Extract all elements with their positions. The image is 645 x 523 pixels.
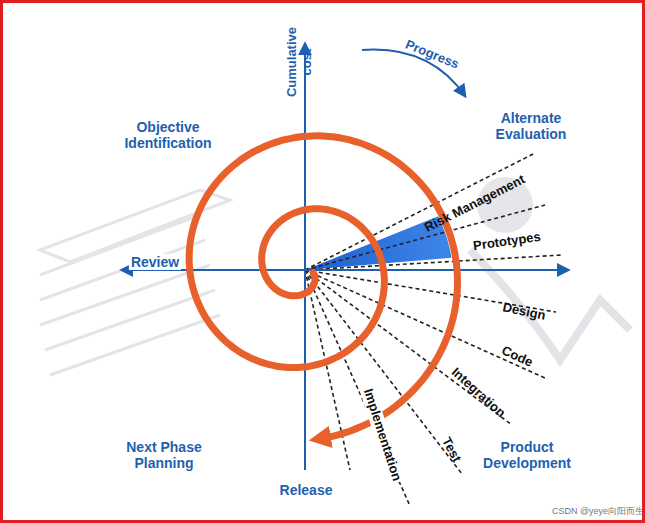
dotted-ray [305,270,410,506]
quadrant-title: Next Phase Planning [99,439,229,471]
quadrant-title: Alternate Evaluation [471,110,591,142]
dotted-ray [305,255,562,270]
axis-label: Review [129,254,181,270]
dotted-ray [305,270,512,425]
activity-label: Design [501,300,547,324]
activity-label: Code [499,344,535,371]
background-sketch [40,177,630,375]
activity-label: Test [438,435,463,465]
activity-label: Prototypes [472,230,541,254]
quadrant-title: Objective Identification [103,119,233,151]
axis-title: Cumulative cost [285,23,315,101]
quadrant-title: Product Development [467,439,587,471]
cost-axis [304,44,306,470]
activity-label: Integration [448,365,508,421]
spiral-path [189,136,457,439]
dotted-ray [305,270,545,378]
axis-label: Release [280,482,333,498]
watermark: CSDN @yeye向阳而生 [552,506,644,516]
progress-label: Progress [403,38,461,73]
